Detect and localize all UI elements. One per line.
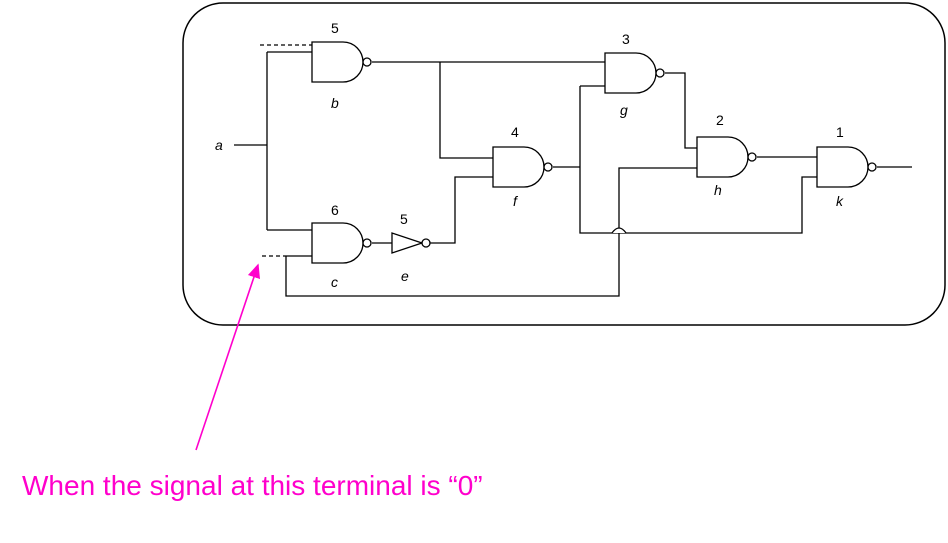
gate-number-k: 1 xyxy=(836,124,844,140)
nand-gate-c xyxy=(311,222,372,264)
annotation-caption: When the signal at this terminal is “0” xyxy=(22,470,483,501)
wire-crossover xyxy=(611,227,627,234)
gate-number-g: 3 xyxy=(622,31,630,47)
gate-name-e: e xyxy=(401,268,409,284)
gate-name-f: f xyxy=(513,193,519,209)
circuit-frame xyxy=(182,2,946,326)
gate-name-g: g xyxy=(620,102,628,118)
nand-gate-k xyxy=(816,146,877,188)
gate-name-h: h xyxy=(714,182,722,198)
gate-name-k: k xyxy=(836,193,844,209)
gate-name-c: c xyxy=(331,274,338,290)
gate-number-f: 4 xyxy=(511,124,519,140)
gate-number-b: 5 xyxy=(331,20,339,36)
nand-gate-f xyxy=(492,146,553,188)
input-label-a: a xyxy=(215,137,223,153)
gate-name-b: b xyxy=(331,95,339,111)
gate-number-h: 2 xyxy=(716,112,724,128)
nand-gate-g xyxy=(604,52,665,94)
nand-gate-h xyxy=(696,136,757,178)
annotation-arrow xyxy=(195,263,261,451)
gate-number-c: 6 xyxy=(331,202,339,218)
nand-gate-b xyxy=(311,41,372,83)
gate-number-e: 5 xyxy=(400,211,408,227)
circuit-wires xyxy=(234,44,912,297)
inverter-gate-e xyxy=(391,232,431,254)
